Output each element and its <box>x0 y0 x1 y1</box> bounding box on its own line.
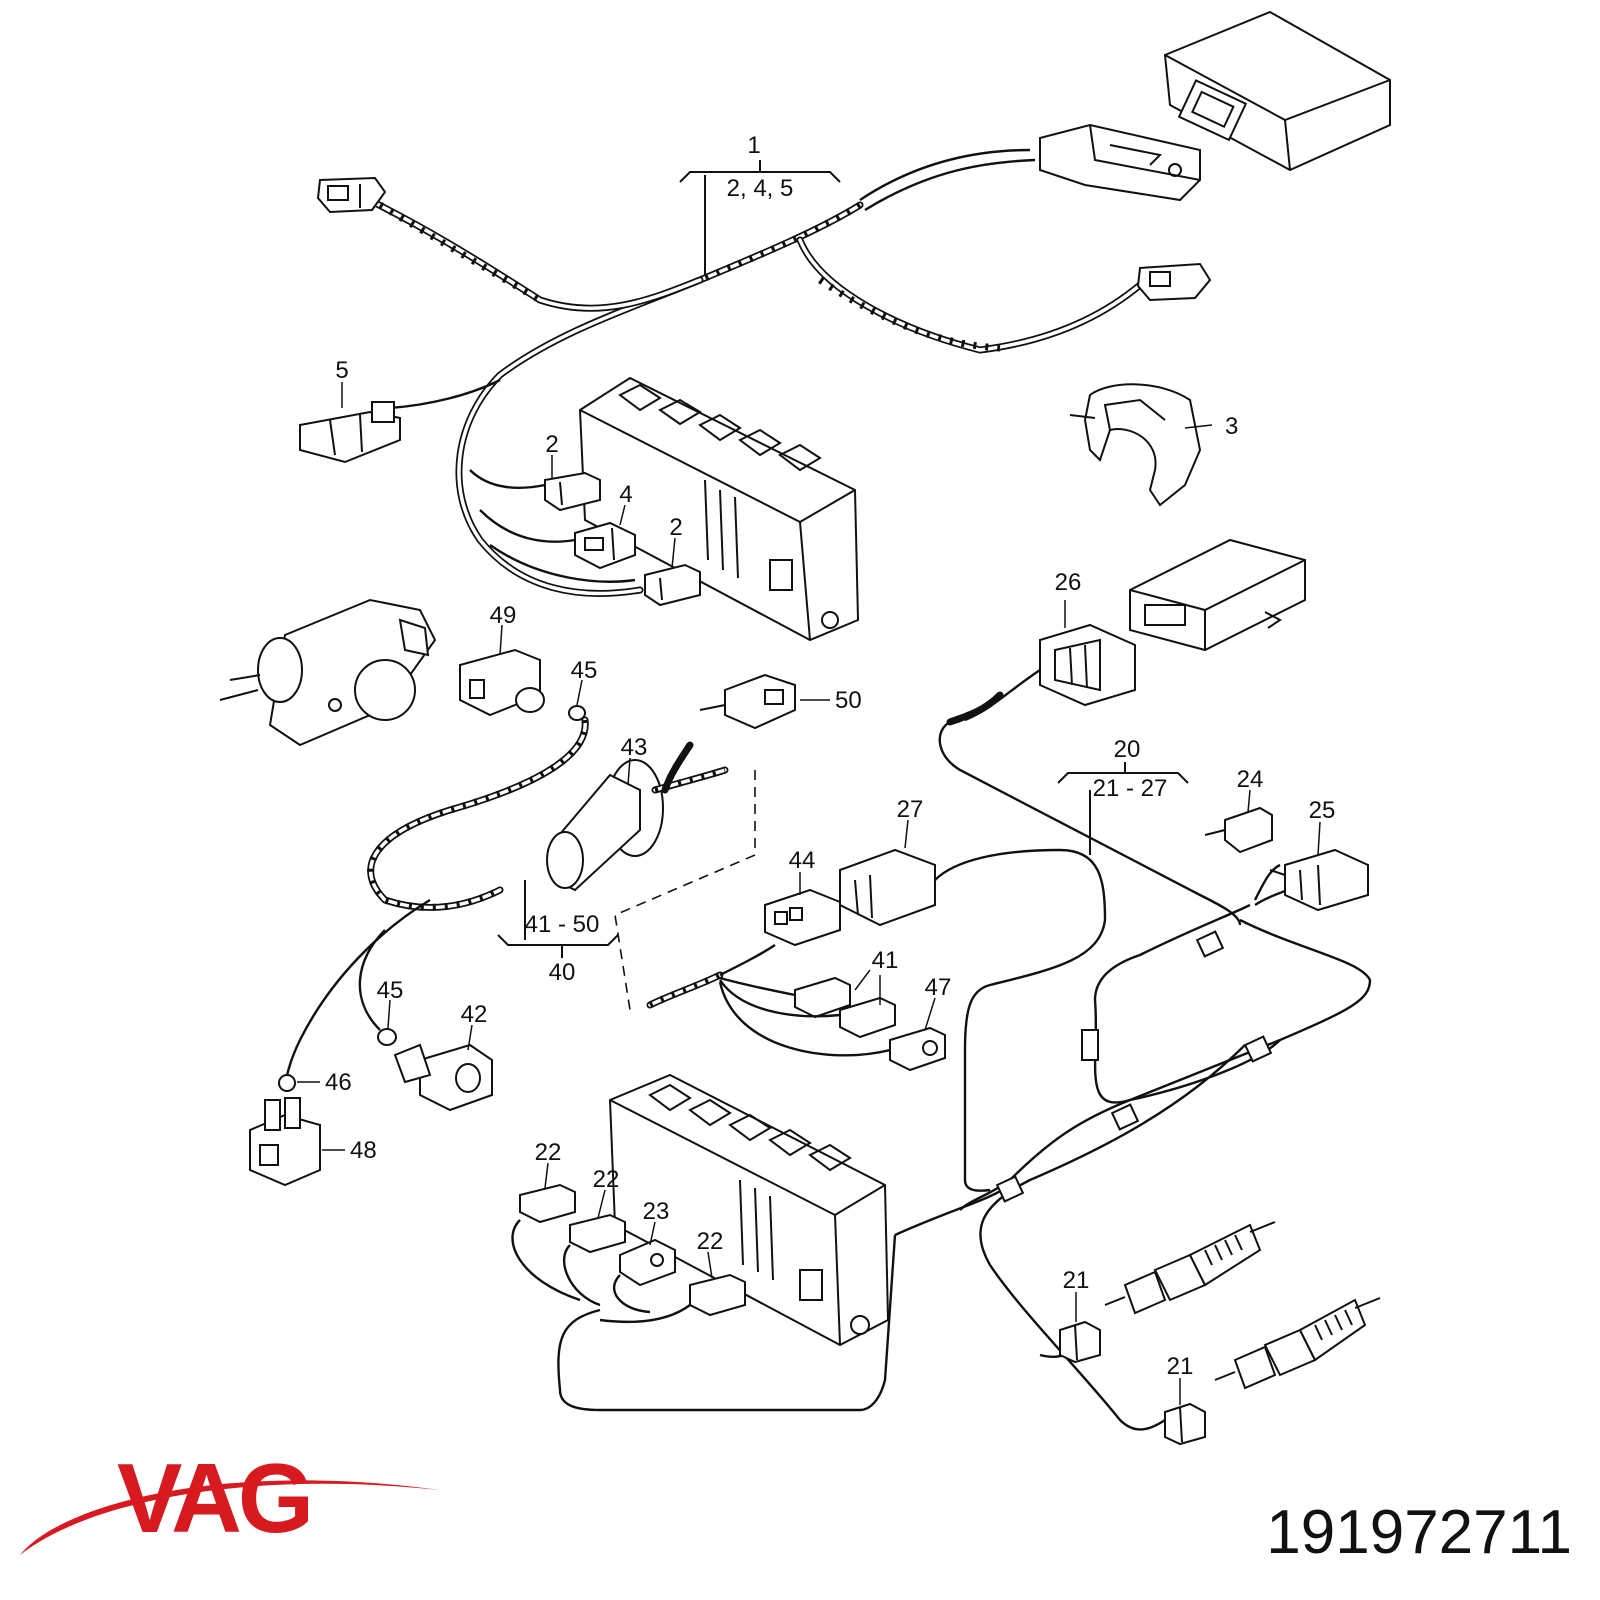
relay-22-a <box>519 1183 576 1224</box>
connector-21-b <box>1164 1402 1206 1446</box>
callout-20-sub: 21 - 27 <box>1093 775 1168 802</box>
grommet-45-lower <box>377 1028 397 1046</box>
callout-49: 49 <box>490 602 517 629</box>
connector-49 <box>459 648 545 717</box>
callout-21-b: 21 <box>1167 1353 1194 1380</box>
connector-26 <box>1039 623 1136 707</box>
relay-22-c <box>689 1273 746 1317</box>
callout-44: 44 <box>789 847 816 874</box>
sensor-21-b <box>1214 1297 1381 1390</box>
callout-2-b: 2 <box>669 514 682 541</box>
clip-3 <box>1069 383 1202 507</box>
harness-20 <box>894 669 1372 1431</box>
callout-2-a: 2 <box>545 431 558 458</box>
connector-24 <box>1204 806 1273 854</box>
harness-1 <box>361 148 1144 597</box>
callout-47: 47 <box>925 974 952 1001</box>
callout-40: 40 <box>549 959 576 986</box>
callout-42: 42 <box>461 1001 488 1028</box>
relay-4 <box>574 521 636 570</box>
connector-top-right <box>1136 262 1212 302</box>
relay-panel-upper <box>578 376 860 642</box>
connector-50 <box>699 673 796 730</box>
callout-45-b: 45 <box>377 977 404 1004</box>
connector-25 <box>1269 848 1369 912</box>
plug-46 <box>278 1074 296 1092</box>
relay-2-lower <box>644 563 701 607</box>
relay-22-b <box>569 1213 626 1254</box>
callout-5: 5 <box>335 357 348 384</box>
connector-27 <box>839 848 936 927</box>
sensor-21-a <box>1104 1221 1276 1315</box>
control-unit-top-right <box>1163 10 1391 172</box>
connector-47 <box>889 1026 946 1072</box>
control-unit-26 <box>1129 538 1306 652</box>
callout-41: 41 <box>872 947 899 974</box>
grommet-45-upper <box>568 705 586 721</box>
connector-42 <box>393 1043 493 1112</box>
vag-logo-text: VAG <box>117 1443 310 1553</box>
connector-41 <box>794 976 851 1019</box>
callout-1: 1 <box>747 132 760 159</box>
callout-50: 50 <box>835 687 862 714</box>
callout-22-b: 22 <box>593 1166 620 1193</box>
connector-top-left <box>316 176 387 214</box>
connector-44 <box>764 888 841 947</box>
relay-bracket <box>1039 123 1201 202</box>
leader-lines <box>297 382 1321 1405</box>
callout-24: 24 <box>1237 766 1264 793</box>
callout-27: 27 <box>897 796 924 823</box>
dashed-frame <box>614 770 756 1011</box>
motor-unit <box>219 598 437 747</box>
callout-23: 23 <box>643 1198 670 1225</box>
harness-lower <box>511 1219 897 1412</box>
harness-40 <box>283 716 729 1091</box>
callouts: 1 2, 4, 5 5 3 2 4 2 26 49 45 50 43 20 21… <box>325 132 1335 1380</box>
callout-46: 46 <box>325 1069 352 1096</box>
callout-4: 4 <box>619 481 632 508</box>
callout-3: 3 <box>1225 413 1238 440</box>
callout-20: 20 <box>1114 736 1141 763</box>
callout-25: 25 <box>1309 797 1336 824</box>
connector-5 <box>299 401 401 464</box>
harness-center <box>646 848 1107 1192</box>
callout-26: 26 <box>1055 569 1082 596</box>
callout-45-a: 45 <box>571 657 598 684</box>
switch-48 <box>249 1097 321 1187</box>
connector-21-a <box>1059 1320 1101 1364</box>
vag-logo: VAG <box>20 1443 440 1555</box>
relay-2-upper <box>544 471 601 512</box>
callout-43: 43 <box>621 734 648 761</box>
callout-40-sub: 41 - 50 <box>525 911 600 938</box>
callout-22-c: 22 <box>697 1228 724 1255</box>
grommet-43 <box>546 759 664 892</box>
callout-1-sub: 2, 4, 5 <box>727 175 794 202</box>
relay-23 <box>619 1238 676 1287</box>
callout-22-a: 22 <box>535 1139 562 1166</box>
callout-48: 48 <box>350 1137 377 1164</box>
part-number: 191972711 <box>1266 1498 1572 1567</box>
callout-21-a: 21 <box>1063 1267 1090 1294</box>
